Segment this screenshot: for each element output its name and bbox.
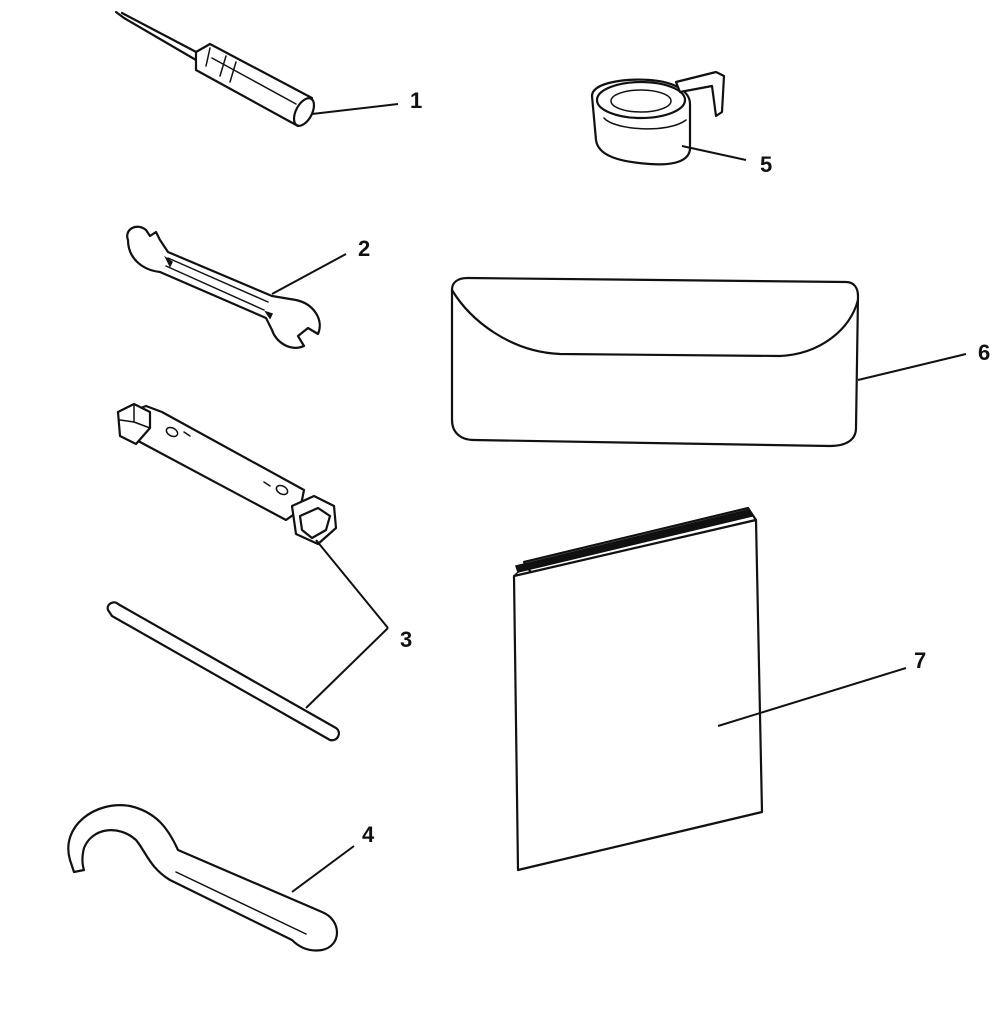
wrench-icon bbox=[126, 225, 321, 349]
callout-7: 7 bbox=[914, 648, 926, 673]
tool-pouch-icon bbox=[450, 276, 860, 448]
hook-spanner-icon bbox=[67, 804, 338, 952]
strap-roll-icon bbox=[590, 70, 726, 166]
leader-lines bbox=[271, 103, 967, 893]
callout-4: 4 bbox=[362, 822, 375, 847]
callout-6: 6 bbox=[978, 340, 990, 365]
box-wrench-icon bbox=[116, 402, 338, 546]
callout-5: 5 bbox=[760, 152, 772, 177]
manual-icon bbox=[512, 506, 764, 872]
tommy-bar-icon bbox=[106, 601, 340, 742]
callout-2: 2 bbox=[358, 236, 370, 261]
callout-labels: 1 2 3 4 5 6 7 bbox=[358, 88, 990, 847]
screwdriver-icon bbox=[114, 10, 316, 128]
callout-1: 1 bbox=[410, 88, 422, 113]
callout-3: 3 bbox=[400, 627, 412, 652]
